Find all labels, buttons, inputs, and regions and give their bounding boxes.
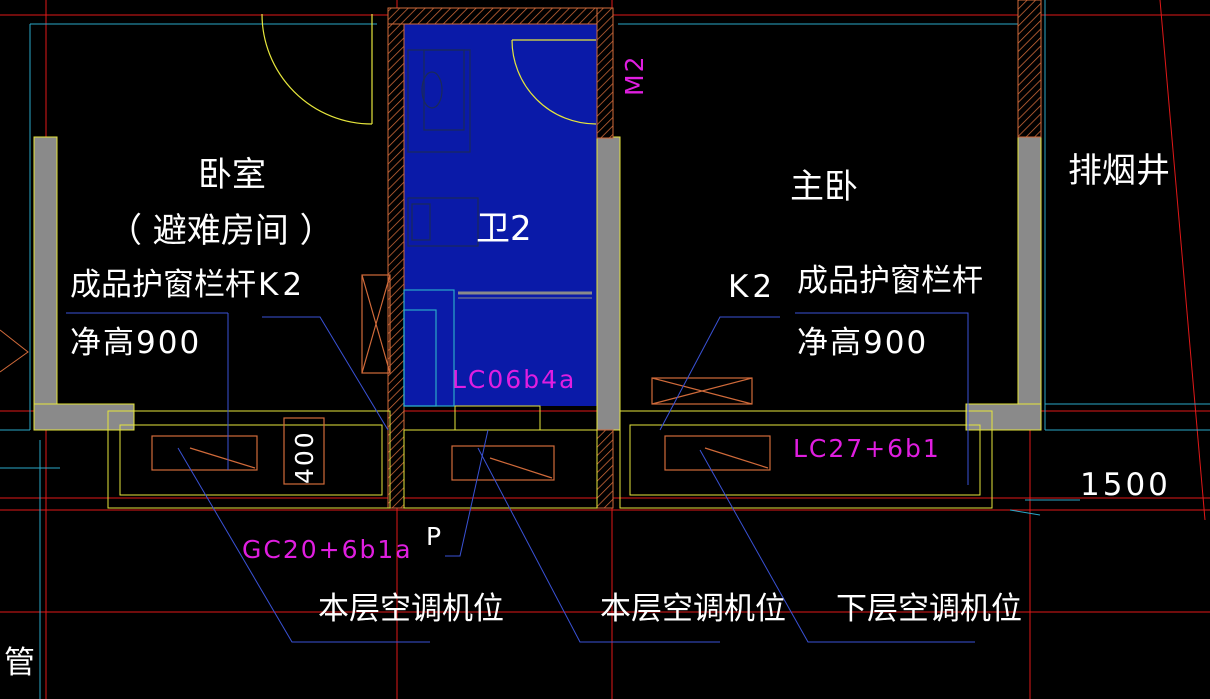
dimension-1500: 1500: [1080, 467, 1171, 503]
height-note-right: 净高900: [797, 325, 929, 361]
ac-platforms: [151, 417, 771, 485]
door-code-m2: M2: [620, 54, 649, 96]
walls: [33, 136, 1042, 431]
dimension-400: 400: [290, 430, 319, 484]
room-label-shaft: 排烟井: [1068, 151, 1170, 191]
hatched-walls: [387, 0, 1042, 509]
door-swings: [261, 13, 597, 125]
slab-outlines: [107, 405, 993, 509]
ac-note-3: 下层空调机位: [836, 591, 1022, 627]
height-note-left: 净高900: [70, 325, 202, 361]
pipe-label: 管: [4, 645, 35, 681]
edge-marks: [0, 329, 1080, 516]
railing-note-left: 成品护窗栏杆: [70, 267, 256, 303]
window-code-gc20: GC20+6b1a: [242, 535, 413, 564]
room-label-bedroom-note: （ 避难房间 ）: [108, 211, 334, 251]
ac-units-upper: [361, 274, 753, 405]
k2-label-right: K2: [728, 269, 777, 305]
ac-note-1: 本层空调机位: [318, 591, 504, 627]
room-label-bedroom: 卧室: [198, 155, 266, 195]
k2-label-left: K2: [258, 267, 307, 303]
ac-note-2: 本层空调机位: [600, 591, 786, 627]
room-label-master: 主卧: [790, 167, 858, 207]
window-code-lc27: LC27+6b1: [793, 434, 941, 463]
p-label: P: [426, 522, 444, 551]
bathroom-fixtures: [403, 49, 592, 407]
railing-note-right: 成品护窗栏杆: [797, 263, 983, 299]
room-label-bath: 卫2: [476, 209, 532, 249]
window-code-lc06: LC06b4a: [452, 365, 577, 394]
leader-lines: [66, 312, 975, 643]
